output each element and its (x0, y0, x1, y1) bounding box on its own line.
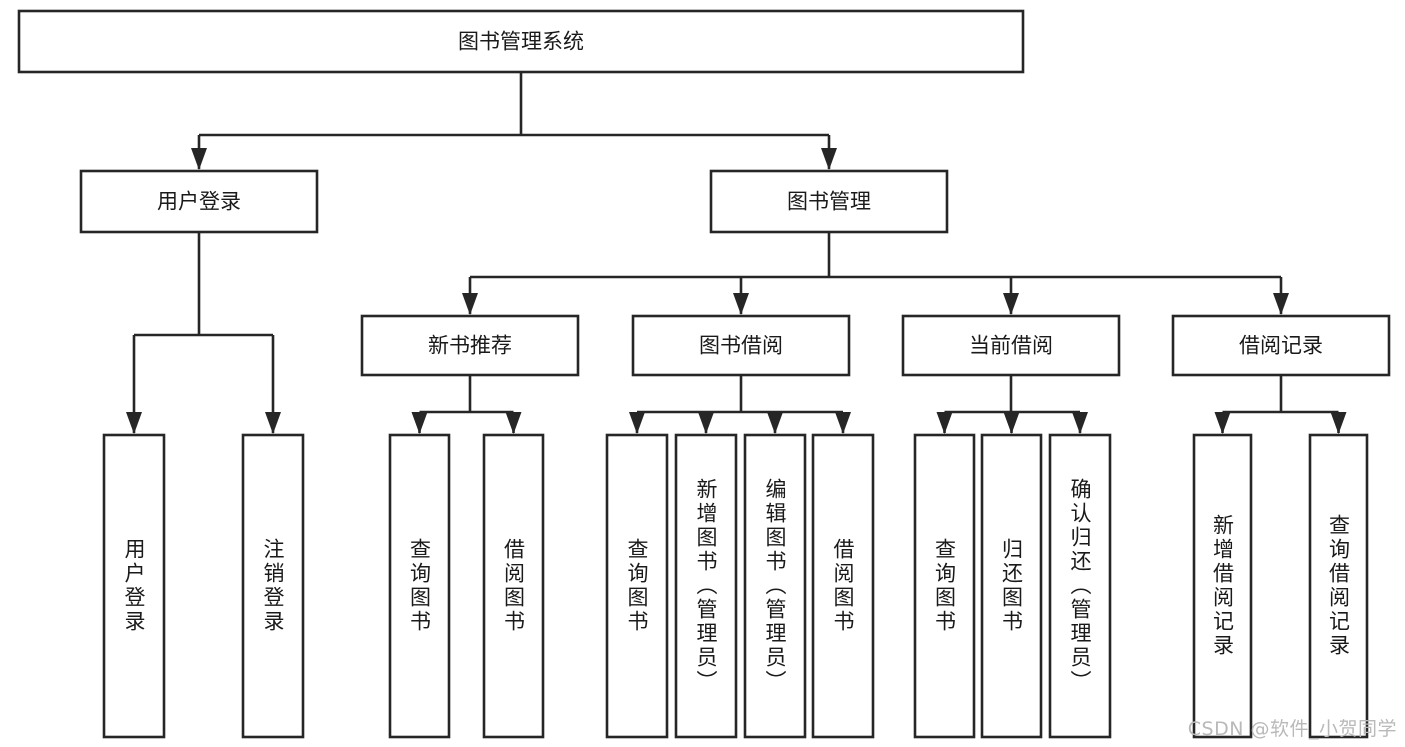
arrow-head-icon-图书借阅-2 (767, 412, 783, 434)
node-box-查询借阅记录[interactable] (1308, 433, 1369, 739)
node-box-新书推荐[interactable] (360, 314, 580, 377)
node-box-归还图书[interactable] (980, 433, 1043, 739)
arrow-head-icon-level2-0 (191, 148, 207, 170)
arrow-head-icon-用户登录-0 (126, 412, 142, 434)
node-label-查询图书: 查询图书 (932, 538, 957, 634)
node-label-用户登录: 用户登录 (122, 538, 147, 634)
node-label-查询图书: 查询图书 (407, 538, 432, 634)
node-box-借阅图书[interactable] (811, 433, 875, 739)
node-label-查询借阅记录: 查询借阅记录 (1326, 514, 1351, 658)
node-label-借阅图书: 借阅图书 (831, 538, 856, 634)
arrow-head-icon-当前借阅-2 (1072, 412, 1088, 434)
arrow-head-icon-图书借阅-0 (629, 412, 645, 434)
node-box-图书借阅[interactable] (631, 314, 851, 377)
node-box-用户登录[interactable] (102, 433, 166, 739)
arrow-head-icon-新书推荐-0 (411, 412, 428, 434)
node-box-查询图书[interactable] (388, 433, 451, 739)
arrow-head-icon-借阅记录-0 (1214, 412, 1231, 434)
arrow-head-icon-图书借阅-3 (835, 412, 851, 434)
node-label-借阅图书: 借阅图书 (501, 538, 526, 634)
arrow-head-icon-当前借阅-0 (936, 412, 953, 434)
connector-lines-layer (126, 72, 1347, 434)
node-label-图书借阅: 图书借阅 (699, 334, 783, 358)
arrow-head-icon-level3-1 (733, 293, 749, 315)
arrow-head-icon-当前借阅-1 (1003, 412, 1020, 434)
node-label-编辑图书管理员: 编辑图书（管理员） (763, 478, 788, 694)
node-box-查询图书[interactable] (913, 433, 976, 739)
node-box-编辑图书管理员[interactable] (743, 433, 807, 739)
node-box-借阅记录[interactable] (1171, 314, 1391, 377)
arrow-head-icon-level2-1 (821, 148, 837, 170)
node-box-新增图书管理员[interactable] (674, 433, 738, 739)
node-label-新书推荐: 新书推荐 (428, 334, 512, 358)
node-boxes-layer (17, 9, 1391, 739)
node-label-确认归还管理员: 确认归还（管理员） (1068, 478, 1093, 694)
node-label-新增借阅记录: 新增借阅记录 (1210, 514, 1235, 658)
node-box-当前借阅[interactable] (901, 314, 1121, 377)
node-label-图书管理系统: 图书管理系统 (458, 30, 584, 54)
node-box-新增借阅记录[interactable] (1192, 433, 1253, 739)
node-box-图书管理系统[interactable] (17, 9, 1025, 74)
node-label-新增图书管理员: 新增图书（管理员） (694, 478, 719, 694)
node-label-查询图书: 查询图书 (625, 538, 650, 634)
arrow-head-icon-新书推荐-1 (505, 412, 522, 434)
node-box-用户登录[interactable] (79, 169, 319, 234)
node-label-当前借阅: 当前借阅 (969, 334, 1053, 358)
node-label-注销登录: 注销登录 (261, 538, 286, 634)
node-box-确认归还管理员[interactable] (1048, 433, 1112, 739)
node-box-借阅图书[interactable] (482, 433, 545, 739)
node-label-图书管理: 图书管理 (787, 190, 871, 214)
csdn-watermark: CSDN @软件_小贺同学 (1187, 718, 1397, 740)
arrow-head-icon-用户登录-1 (265, 412, 281, 434)
node-box-图书管理[interactable] (709, 169, 949, 234)
node-box-查询图书[interactable] (605, 433, 669, 739)
node-label-用户登录: 用户登录 (157, 190, 241, 214)
node-label-借阅记录: 借阅记录 (1239, 334, 1323, 358)
arrow-head-icon-level3-0 (462, 293, 478, 315)
arrow-head-icon-level3-3 (1273, 293, 1289, 315)
arrow-head-icon-level3-2 (1003, 293, 1019, 315)
node-label-归还图书: 归还图书 (999, 538, 1024, 634)
node-box-注销登录[interactable] (241, 433, 305, 739)
arrow-head-icon-图书借阅-1 (698, 412, 714, 434)
arrow-head-icon-借阅记录-1 (1330, 412, 1347, 434)
